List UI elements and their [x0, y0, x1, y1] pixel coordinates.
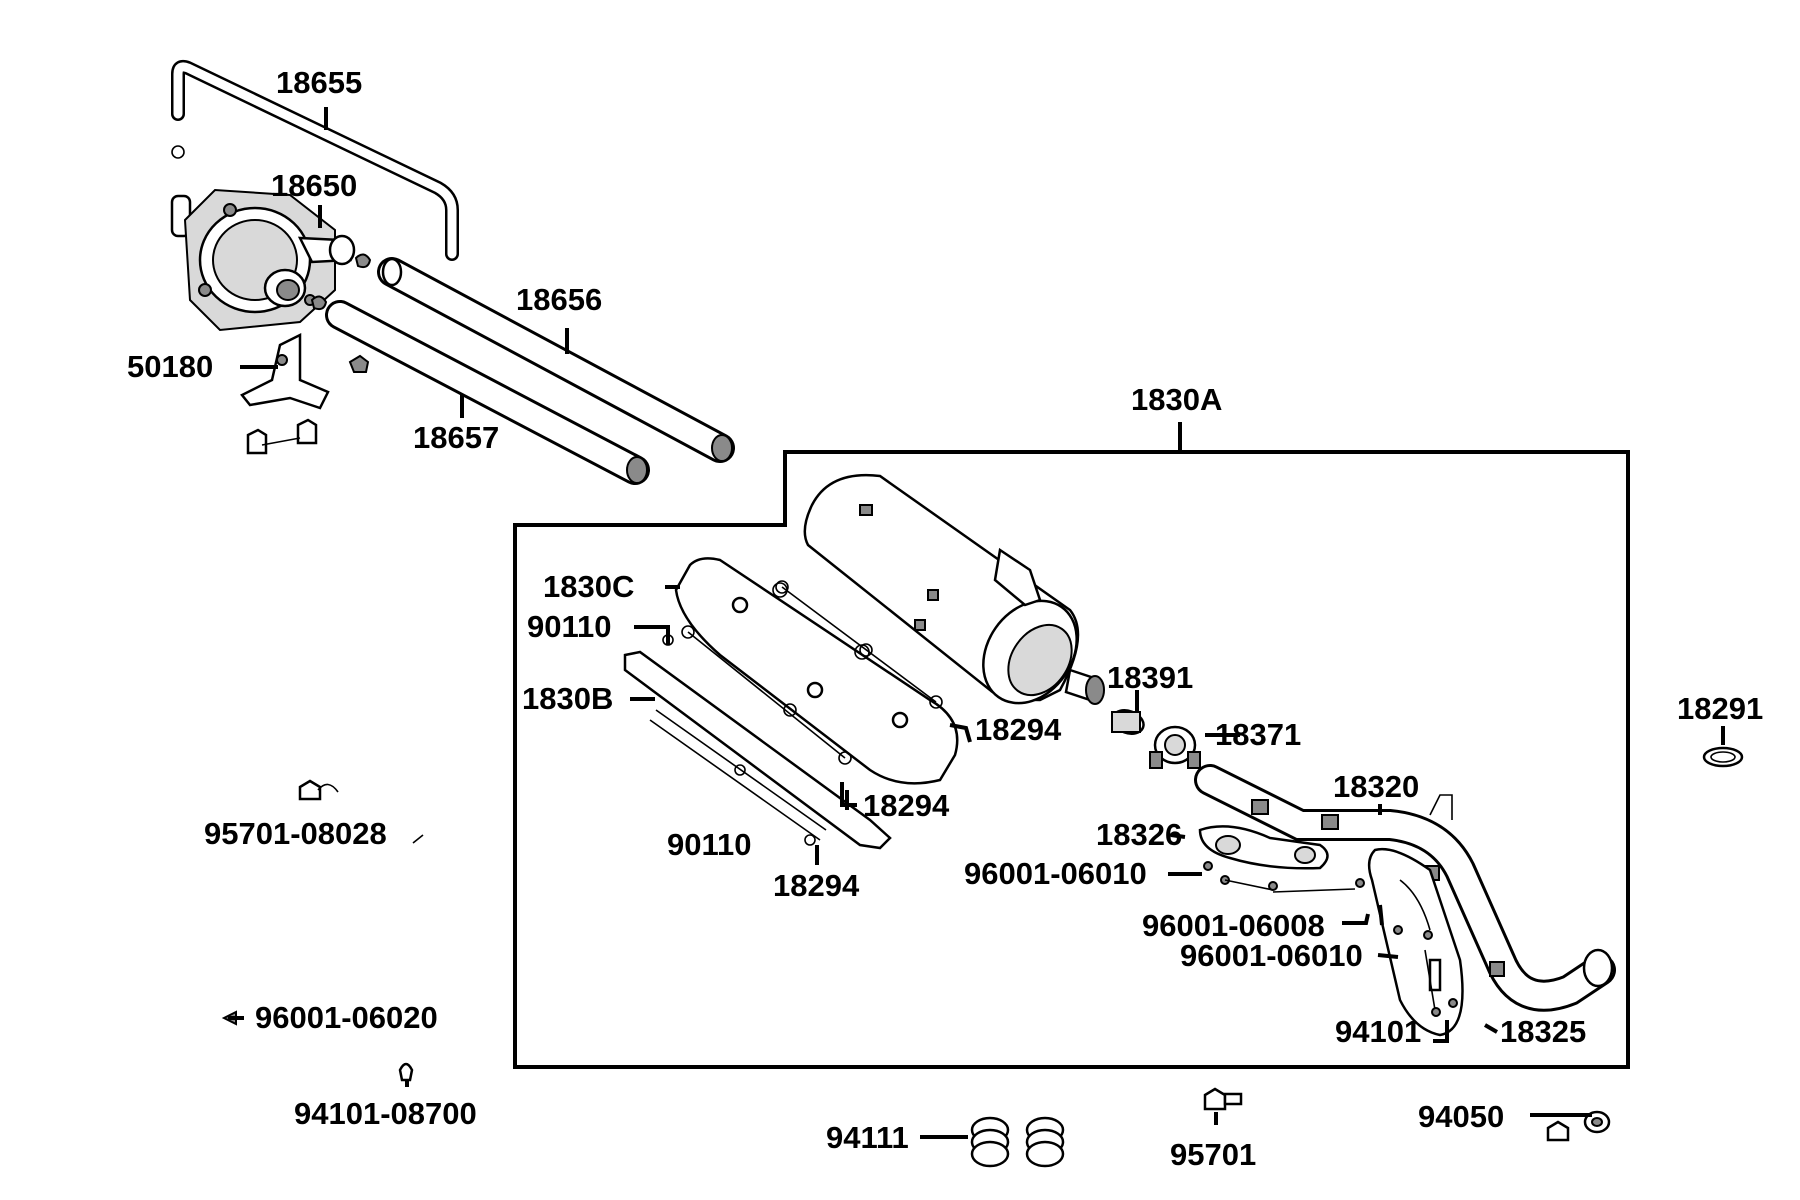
lower-shield-1830b [623, 634, 892, 850]
exhaust-pipe-18320 [1194, 764, 1616, 1012]
hose-clamps [310, 253, 372, 311]
air-valve-18650 [170, 145, 356, 332]
label-96001-06010-lower: 96001-06010 [1180, 938, 1363, 973]
label-94111: 94111 [826, 1120, 909, 1155]
label-96001-06010-upper: 96001-06010 [964, 856, 1147, 891]
shield-screws-18294 [681, 580, 943, 765]
label-94101-08700: 94101-08700 [294, 1096, 477, 1131]
label-18325: 18325 [1500, 1014, 1586, 1049]
label-18650: 18650 [271, 168, 357, 203]
heat-shield-18326 [1198, 825, 1329, 870]
label-18326: 18326 [1096, 817, 1182, 852]
bracket-bolts [246, 418, 318, 455]
label-18391: 18391 [1107, 660, 1193, 695]
nut-94101-08700 [398, 1062, 414, 1082]
clamp-18371 [1149, 725, 1201, 769]
label-18294-right: 18294 [975, 712, 1062, 747]
label-18657: 18657 [413, 420, 499, 455]
label-18656: 18656 [516, 282, 602, 317]
part-labels: 18655 18650 18656 50180 18657 1830A 1830… [127, 65, 1763, 1172]
label-18655: 18655 [276, 65, 362, 100]
label-96001-06008: 96001-06008 [1142, 908, 1325, 943]
gasket-18391 [1111, 709, 1145, 735]
hose-18656 [377, 257, 735, 463]
assembly-1830a-frame [513, 450, 1630, 1069]
label-94050: 94050 [1418, 1099, 1504, 1134]
label-90110-upper: 90110 [527, 609, 612, 644]
label-50180: 50180 [127, 349, 213, 384]
label-94101: 94101 [1335, 1014, 1421, 1049]
label-1830a: 1830A [1131, 382, 1222, 417]
label-1830c: 1830C [543, 569, 634, 604]
bracket-50180 [240, 332, 370, 410]
pipe-shield-18325 [1367, 847, 1464, 1037]
label-90110-lower: 90110 [667, 827, 752, 862]
bolt-95701 [1203, 1087, 1243, 1111]
label-95701: 95701 [1170, 1137, 1256, 1172]
label-18294-middle: 18294 [863, 788, 950, 823]
rubber-mounts-94111 [970, 1116, 1065, 1168]
secondary-air-pipe-18655 [171, 59, 459, 261]
exhaust-screws [1203, 861, 1458, 1017]
muffler-body [803, 473, 1105, 705]
label-1830b: 1830B [522, 681, 613, 716]
bolt-95701-08028 [298, 779, 424, 844]
leader-lines [228, 107, 1725, 1139]
label-18371: 18371 [1215, 717, 1301, 752]
label-95701-08028: 95701-08028 [204, 816, 387, 851]
label-18320: 18320 [1333, 769, 1419, 804]
gasket-18291 [1702, 746, 1744, 768]
label-96001-06020: 96001-06020 [255, 1000, 438, 1035]
muffler-shield-1830c [674, 557, 959, 785]
hose-18657 [325, 300, 650, 485]
label-18291: 18291 [1677, 691, 1763, 726]
label-18294-lower: 18294 [773, 868, 860, 903]
